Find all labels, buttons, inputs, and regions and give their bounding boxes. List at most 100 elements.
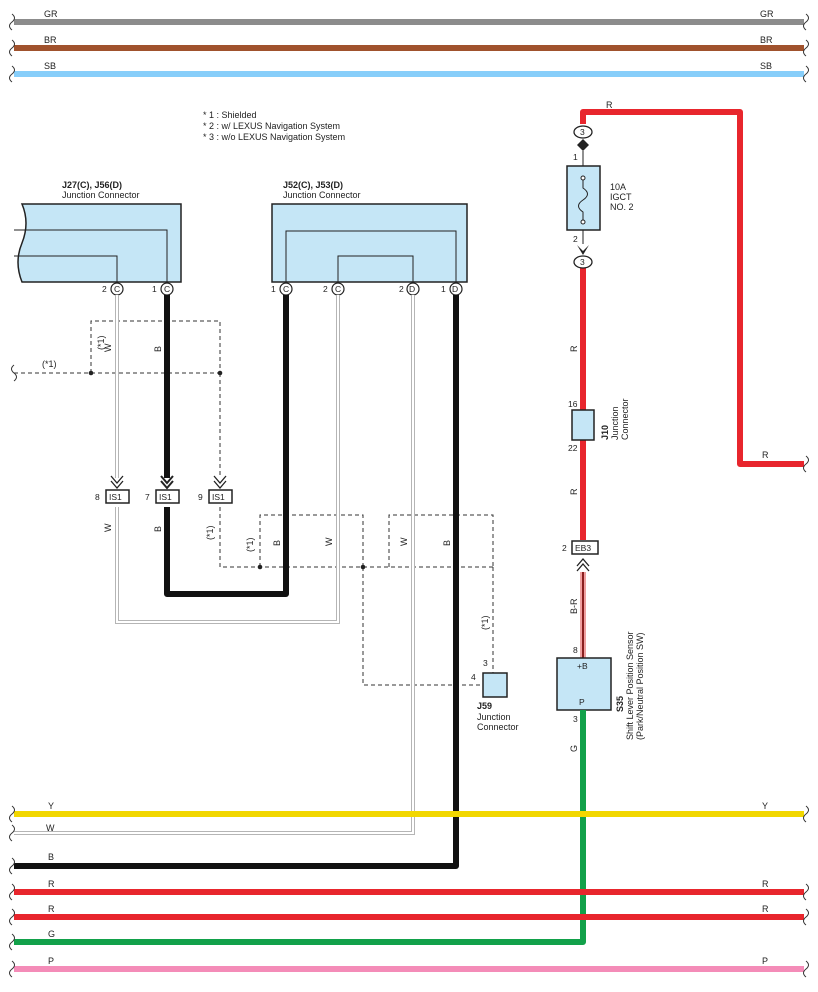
wire-label-b1: B bbox=[153, 346, 163, 352]
svg-text:IS1: IS1 bbox=[159, 492, 172, 502]
wire-label-w3: W bbox=[324, 537, 334, 546]
bottom-bus-w-label-left: W bbox=[46, 823, 55, 833]
svg-text:3: 3 bbox=[483, 658, 488, 668]
svg-text:7: 7 bbox=[145, 492, 150, 502]
bottom-bus-y-label-right: Y bbox=[762, 801, 768, 811]
connector-right-pin-1c: C 1 bbox=[271, 282, 293, 296]
svg-text:D: D bbox=[409, 284, 415, 294]
j10-name-line2: Connector bbox=[620, 398, 630, 440]
note-2: * 2 : w/ LEXUS Navigation System bbox=[203, 121, 340, 131]
shield-dots bbox=[88, 370, 366, 570]
connector-left-subtitle: Junction Connector bbox=[62, 190, 140, 200]
top-bus-gr: GR GR bbox=[9, 9, 809, 31]
wire-label-b3: B bbox=[272, 540, 282, 546]
svg-text:1: 1 bbox=[441, 284, 446, 294]
j10-id: J10 bbox=[600, 425, 610, 440]
connector-j27-j56: J27(C), J56(D) Junction Connector C 2 C … bbox=[14, 180, 182, 296]
svg-text:IS1: IS1 bbox=[212, 492, 225, 502]
connector-left-pin-1c: C 1 bbox=[152, 282, 174, 296]
j10-connector: 16 22 J10 Junction Connector bbox=[568, 398, 630, 453]
top-bus-br-label-left: BR bbox=[44, 35, 57, 45]
connector-left-pin-2c: C 2 bbox=[102, 282, 124, 296]
shield-label-left-bus: (*1) bbox=[42, 359, 57, 369]
svg-text:2: 2 bbox=[562, 543, 567, 553]
wire-label-g: G bbox=[569, 745, 579, 752]
b-wires bbox=[14, 295, 459, 869]
note-3: * 3 : w/o LEXUS Navigation System bbox=[203, 132, 345, 142]
wire-label-r1: R bbox=[569, 345, 579, 352]
svg-text:3: 3 bbox=[580, 257, 585, 267]
svg-text:D: D bbox=[452, 284, 458, 294]
wire-label-w4: W bbox=[399, 537, 409, 546]
bottom-bus-b: B bbox=[9, 852, 54, 875]
shield-label-is1: (*1) bbox=[205, 525, 215, 540]
bottom-bus-g: G bbox=[9, 929, 55, 951]
svg-text:P: P bbox=[579, 697, 585, 707]
r-wire-main bbox=[580, 109, 804, 540]
bottom-bus-y-label-left: Y bbox=[48, 801, 54, 811]
connector-right-subtitle: Junction Connector bbox=[283, 190, 361, 200]
svg-text:C: C bbox=[335, 284, 341, 294]
svg-text:2: 2 bbox=[573, 234, 578, 244]
connector-j52-j53: J52(C), J53(D) Junction Connector C 1 C … bbox=[271, 180, 468, 296]
w-wires-inner bbox=[14, 295, 414, 834]
is1-connectors bbox=[110, 475, 227, 490]
is1-connector-9: IS1 9 bbox=[198, 489, 233, 504]
shield-label-j59: (*1) bbox=[480, 615, 490, 630]
svg-text:C: C bbox=[283, 284, 289, 294]
bottom-bus-r2: R R bbox=[9, 904, 809, 926]
j59-name-line1: Junction bbox=[477, 712, 511, 722]
svg-text:8: 8 bbox=[95, 492, 100, 502]
bottom-bus-p-label-right: P bbox=[762, 956, 768, 966]
svg-text:+B: +B bbox=[577, 661, 588, 671]
fuse-name-line2: NO. 2 bbox=[610, 202, 634, 212]
top-bus-br: BR BR bbox=[9, 35, 809, 57]
bottom-bus-y: Y Y bbox=[9, 801, 809, 823]
connector-right-title: J52(C), J53(D) bbox=[283, 180, 343, 190]
s35-sensor: +B P 8 3 S35 Shift Lever Position Sensor… bbox=[556, 631, 645, 740]
s35-name-line2: (Park/Neutral Position SW) bbox=[635, 632, 645, 740]
svg-text:C: C bbox=[164, 284, 170, 294]
bottom-bus-w: W bbox=[9, 823, 55, 842]
s35-name-line1: Shift Lever Position Sensor bbox=[625, 631, 635, 740]
fuse-rating: 10A bbox=[610, 182, 626, 192]
wire-label-b2: B bbox=[153, 526, 163, 532]
bottom-bus-r1-label-left: R bbox=[48, 879, 55, 889]
w-wires bbox=[14, 295, 415, 835]
bottom-bus-r2-label-right: R bbox=[762, 904, 769, 914]
svg-text:2: 2 bbox=[102, 284, 107, 294]
wire-label-b4: B bbox=[442, 540, 452, 546]
is1-connector-7: IS1 7 bbox=[145, 489, 180, 504]
is1-connector-8: IS1 8 bbox=[95, 489, 130, 504]
fuse-connector-top: 3 1 bbox=[573, 125, 593, 166]
eb3-connector: EB3 2 bbox=[562, 540, 599, 572]
svg-text:9: 9 bbox=[198, 492, 203, 502]
wire-label-r-right: R bbox=[762, 450, 769, 460]
svg-text:4: 4 bbox=[471, 672, 476, 682]
top-bus-gr-label-right: GR bbox=[760, 9, 774, 19]
bottom-bus-r2-label-left: R bbox=[48, 904, 55, 914]
connector-right-pin-2c: C 2 bbox=[323, 282, 345, 296]
connector-right-pin-2d: D 2 bbox=[399, 282, 420, 296]
notes: * 1 : Shielded * 2 : w/ LEXUS Navigation… bbox=[203, 110, 345, 142]
bottom-bus-r1: R R bbox=[9, 879, 809, 901]
svg-text:22: 22 bbox=[568, 443, 578, 453]
svg-text:2: 2 bbox=[399, 284, 404, 294]
connector-right-pin-1d: D 1 bbox=[441, 282, 463, 296]
shield-label-left-box: (*1) bbox=[96, 335, 106, 350]
j59-id: J59 bbox=[477, 701, 492, 711]
svg-text:EB3: EB3 bbox=[575, 543, 591, 553]
s35-id: S35 bbox=[615, 696, 625, 712]
wire-label-w1: W bbox=[103, 343, 113, 352]
bottom-bus-p-label-left: P bbox=[48, 956, 54, 966]
wire-labels: W B W B B W W B R R B-R G R R bbox=[103, 100, 769, 752]
svg-text:1: 1 bbox=[152, 284, 157, 294]
j59-name-line2: Connector bbox=[477, 722, 519, 732]
wire-label-r-top: R bbox=[606, 100, 613, 110]
fuse-igct-no2: 10A IGCT NO. 2 bbox=[566, 165, 634, 231]
note-1: * 1 : Shielded bbox=[203, 110, 257, 120]
g-wire bbox=[14, 710, 586, 945]
svg-text:8: 8 bbox=[573, 645, 578, 655]
top-bus-sb-label-left: SB bbox=[44, 61, 56, 71]
svg-text:16: 16 bbox=[568, 399, 578, 409]
